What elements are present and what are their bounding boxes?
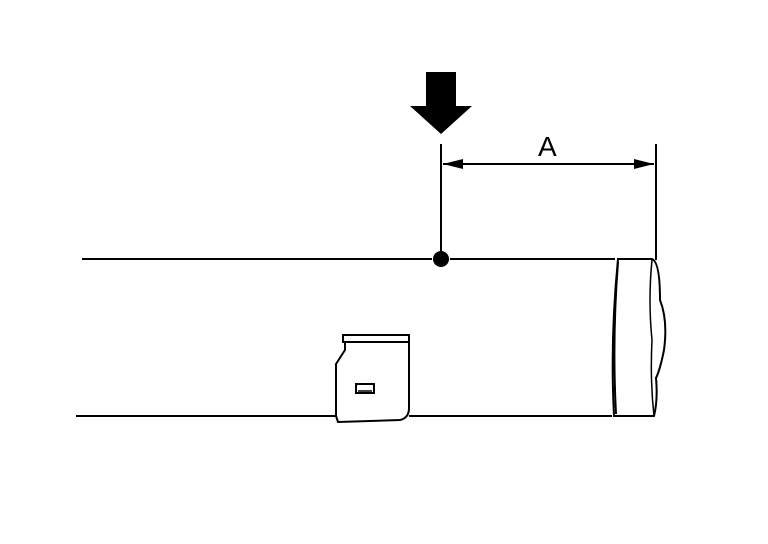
measurement-point-dot bbox=[433, 251, 449, 267]
pipe-end-fitting bbox=[611, 258, 667, 417]
down-arrow-icon bbox=[410, 72, 472, 134]
pipe-clamp bbox=[335, 334, 410, 424]
clamp-slot bbox=[355, 383, 375, 394]
dimension-label: A bbox=[538, 131, 557, 162]
